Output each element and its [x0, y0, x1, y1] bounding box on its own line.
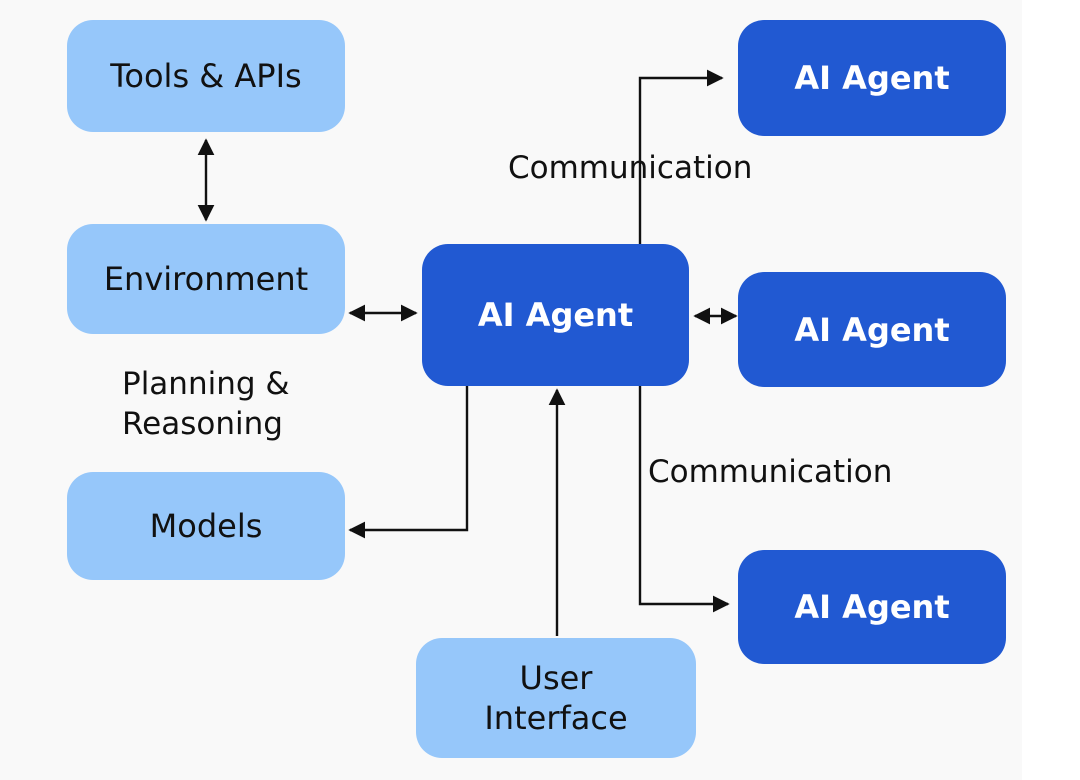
- user-interface-label: User Interface: [484, 659, 628, 737]
- edge-agent-agent-bottom: [638, 386, 730, 613]
- agent-bottom-label: AI Agent: [794, 588, 950, 626]
- environment-node: Environment: [67, 224, 345, 334]
- agent-middle-node: AI Agent: [738, 272, 1006, 387]
- environment-label: Environment: [103, 260, 309, 298]
- communication-label-bottom: Communication: [648, 454, 893, 490]
- agent-bottom-node: AI Agent: [738, 550, 1006, 664]
- models-label: Models: [149, 507, 263, 545]
- agent-top-node: AI Agent: [738, 20, 1006, 136]
- edge-agent-agent-top: [638, 69, 724, 244]
- agent-top-label: AI Agent: [794, 59, 950, 97]
- tools-apis-label: Tools & APIs: [110, 57, 302, 95]
- models-node: Models: [67, 472, 345, 580]
- right-margin: [1022, 0, 1080, 780]
- user-interface-node: User Interface: [416, 638, 696, 758]
- central-agent-label: AI Agent: [477, 296, 634, 334]
- agent-middle-label: AI Agent: [794, 310, 950, 349]
- communication-label-top: Communication: [508, 150, 753, 186]
- tools-apis-node: Tools & APIs: [67, 20, 345, 132]
- central-agent-node: AI Agent: [422, 244, 689, 386]
- edge-agent-models: [348, 386, 469, 539]
- planning-reasoning-label: Planning & Reasoning: [122, 366, 290, 442]
